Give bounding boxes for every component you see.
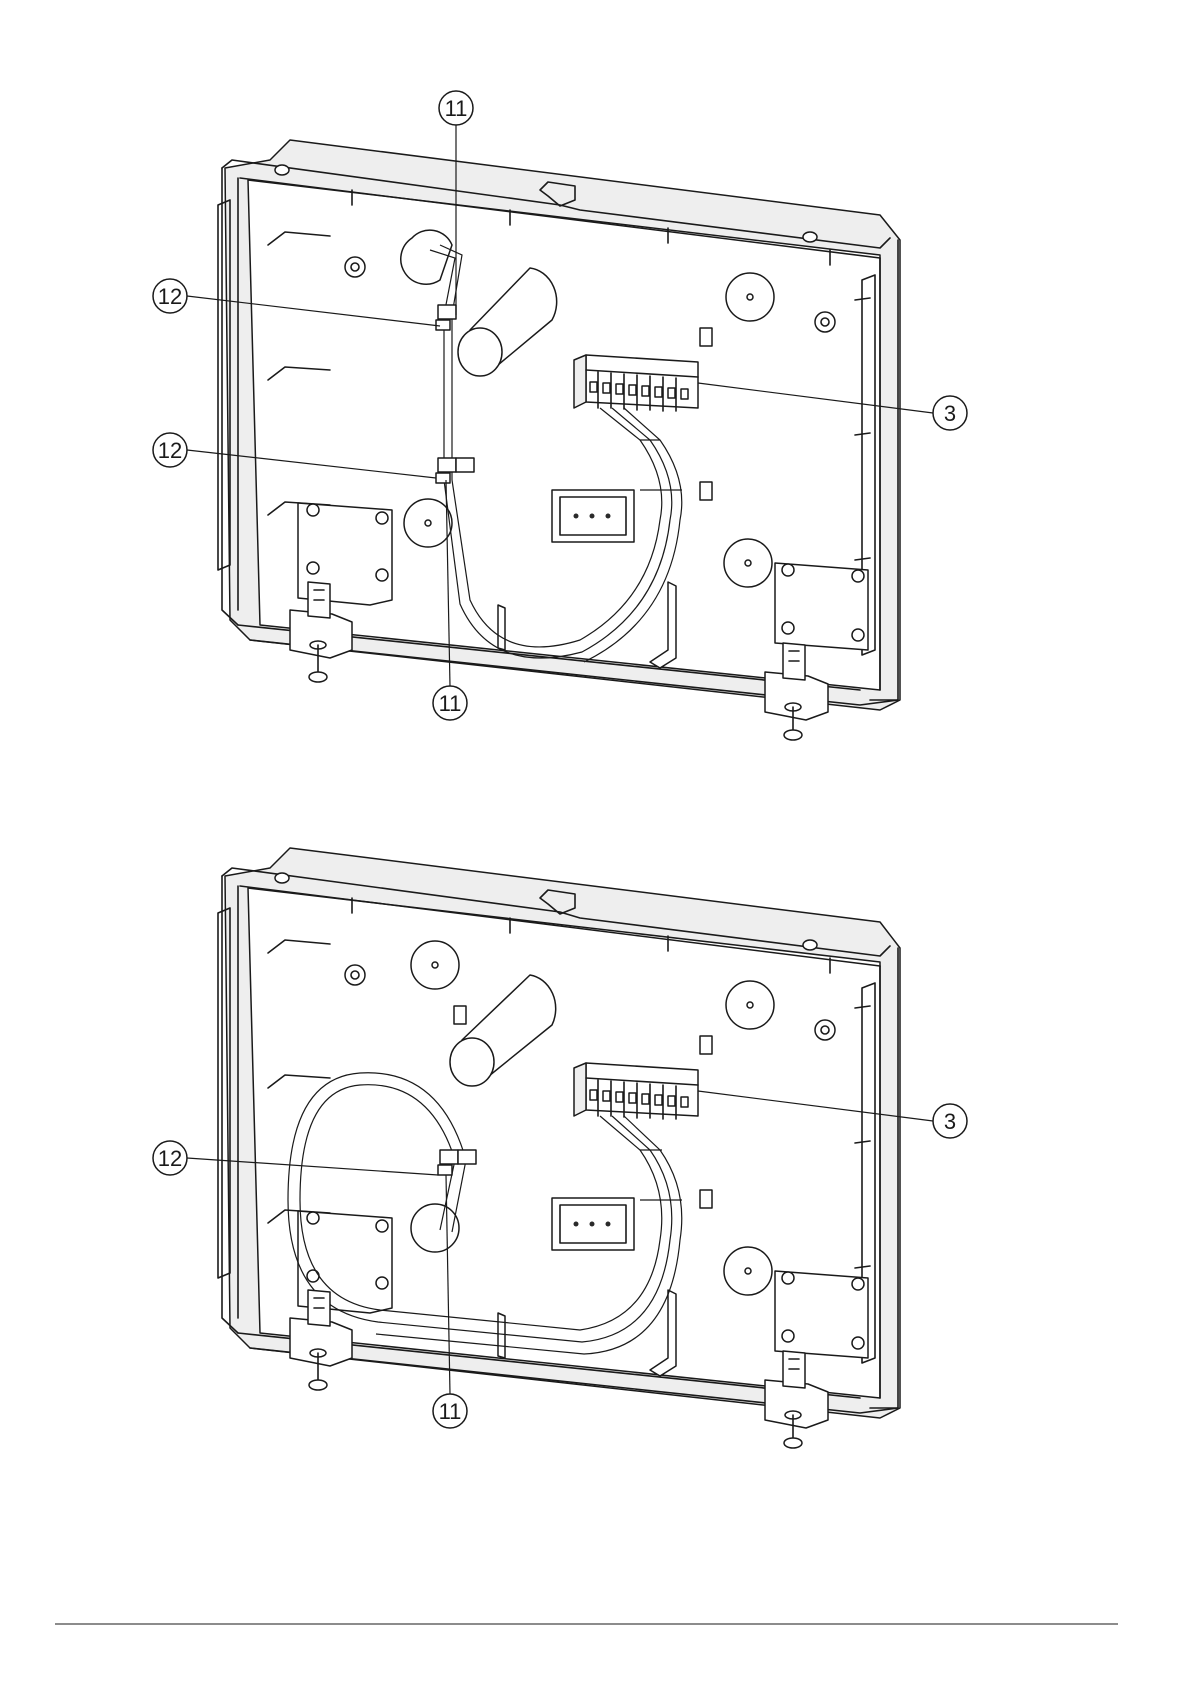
callout-label: 12: [158, 438, 182, 463]
housing-top: [218, 140, 900, 740]
callout-label: 12: [158, 1146, 182, 1171]
figure-top: 11 12 12 3 11: [153, 91, 967, 740]
figure-bottom: 12 3 11: [153, 848, 967, 1448]
housing-bottom: [218, 848, 900, 1448]
callout-label: 12: [158, 284, 182, 309]
callout-label: 3: [944, 1109, 956, 1134]
callout-label: 11: [445, 96, 468, 121]
callout-label: 11: [439, 691, 462, 716]
callout-label: 3: [944, 401, 956, 426]
callout-label: 11: [439, 1399, 462, 1424]
